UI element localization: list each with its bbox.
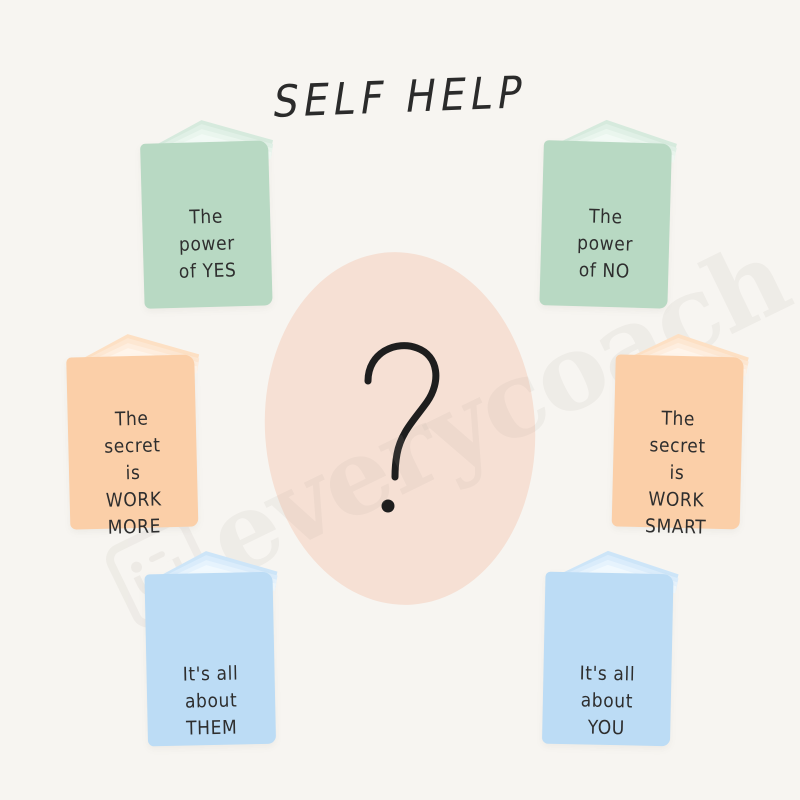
book-label: The power of YES <box>178 205 237 283</box>
book-card-about-them[interactable]: It's all about THEM <box>138 541 288 752</box>
question-mark-icon <box>265 252 535 605</box>
book-cover: The power of YES <box>140 140 273 309</box>
book-cover: The power of NO <box>539 140 672 309</box>
book-cover: It's all about THEM <box>144 571 277 747</box>
book-label: It's all about YOU <box>579 662 636 740</box>
book-label: The power of NO <box>576 205 634 283</box>
book-cover: The secret is WORK MORE <box>66 354 199 539</box>
book-card-work-smart[interactable]: The secret is WORK SMART <box>605 324 756 539</box>
book-card-about-you[interactable]: It's all about YOU <box>536 541 686 752</box>
book-card-work-more[interactable]: The secret is WORK MORE <box>59 324 210 539</box>
book-label: The secret is WORK SMART <box>644 407 707 539</box>
book-card-power-of-no[interactable]: The power of NO <box>533 110 685 314</box>
book-cover: It's all about YOU <box>541 571 674 747</box>
book-card-power-of-yes[interactable]: The power of YES <box>133 110 285 314</box>
book-cover: The secret is WORK SMART <box>611 354 744 539</box>
book-label: It's all about THEM <box>182 662 239 740</box>
book-label: The secret is WORK MORE <box>104 407 162 539</box>
